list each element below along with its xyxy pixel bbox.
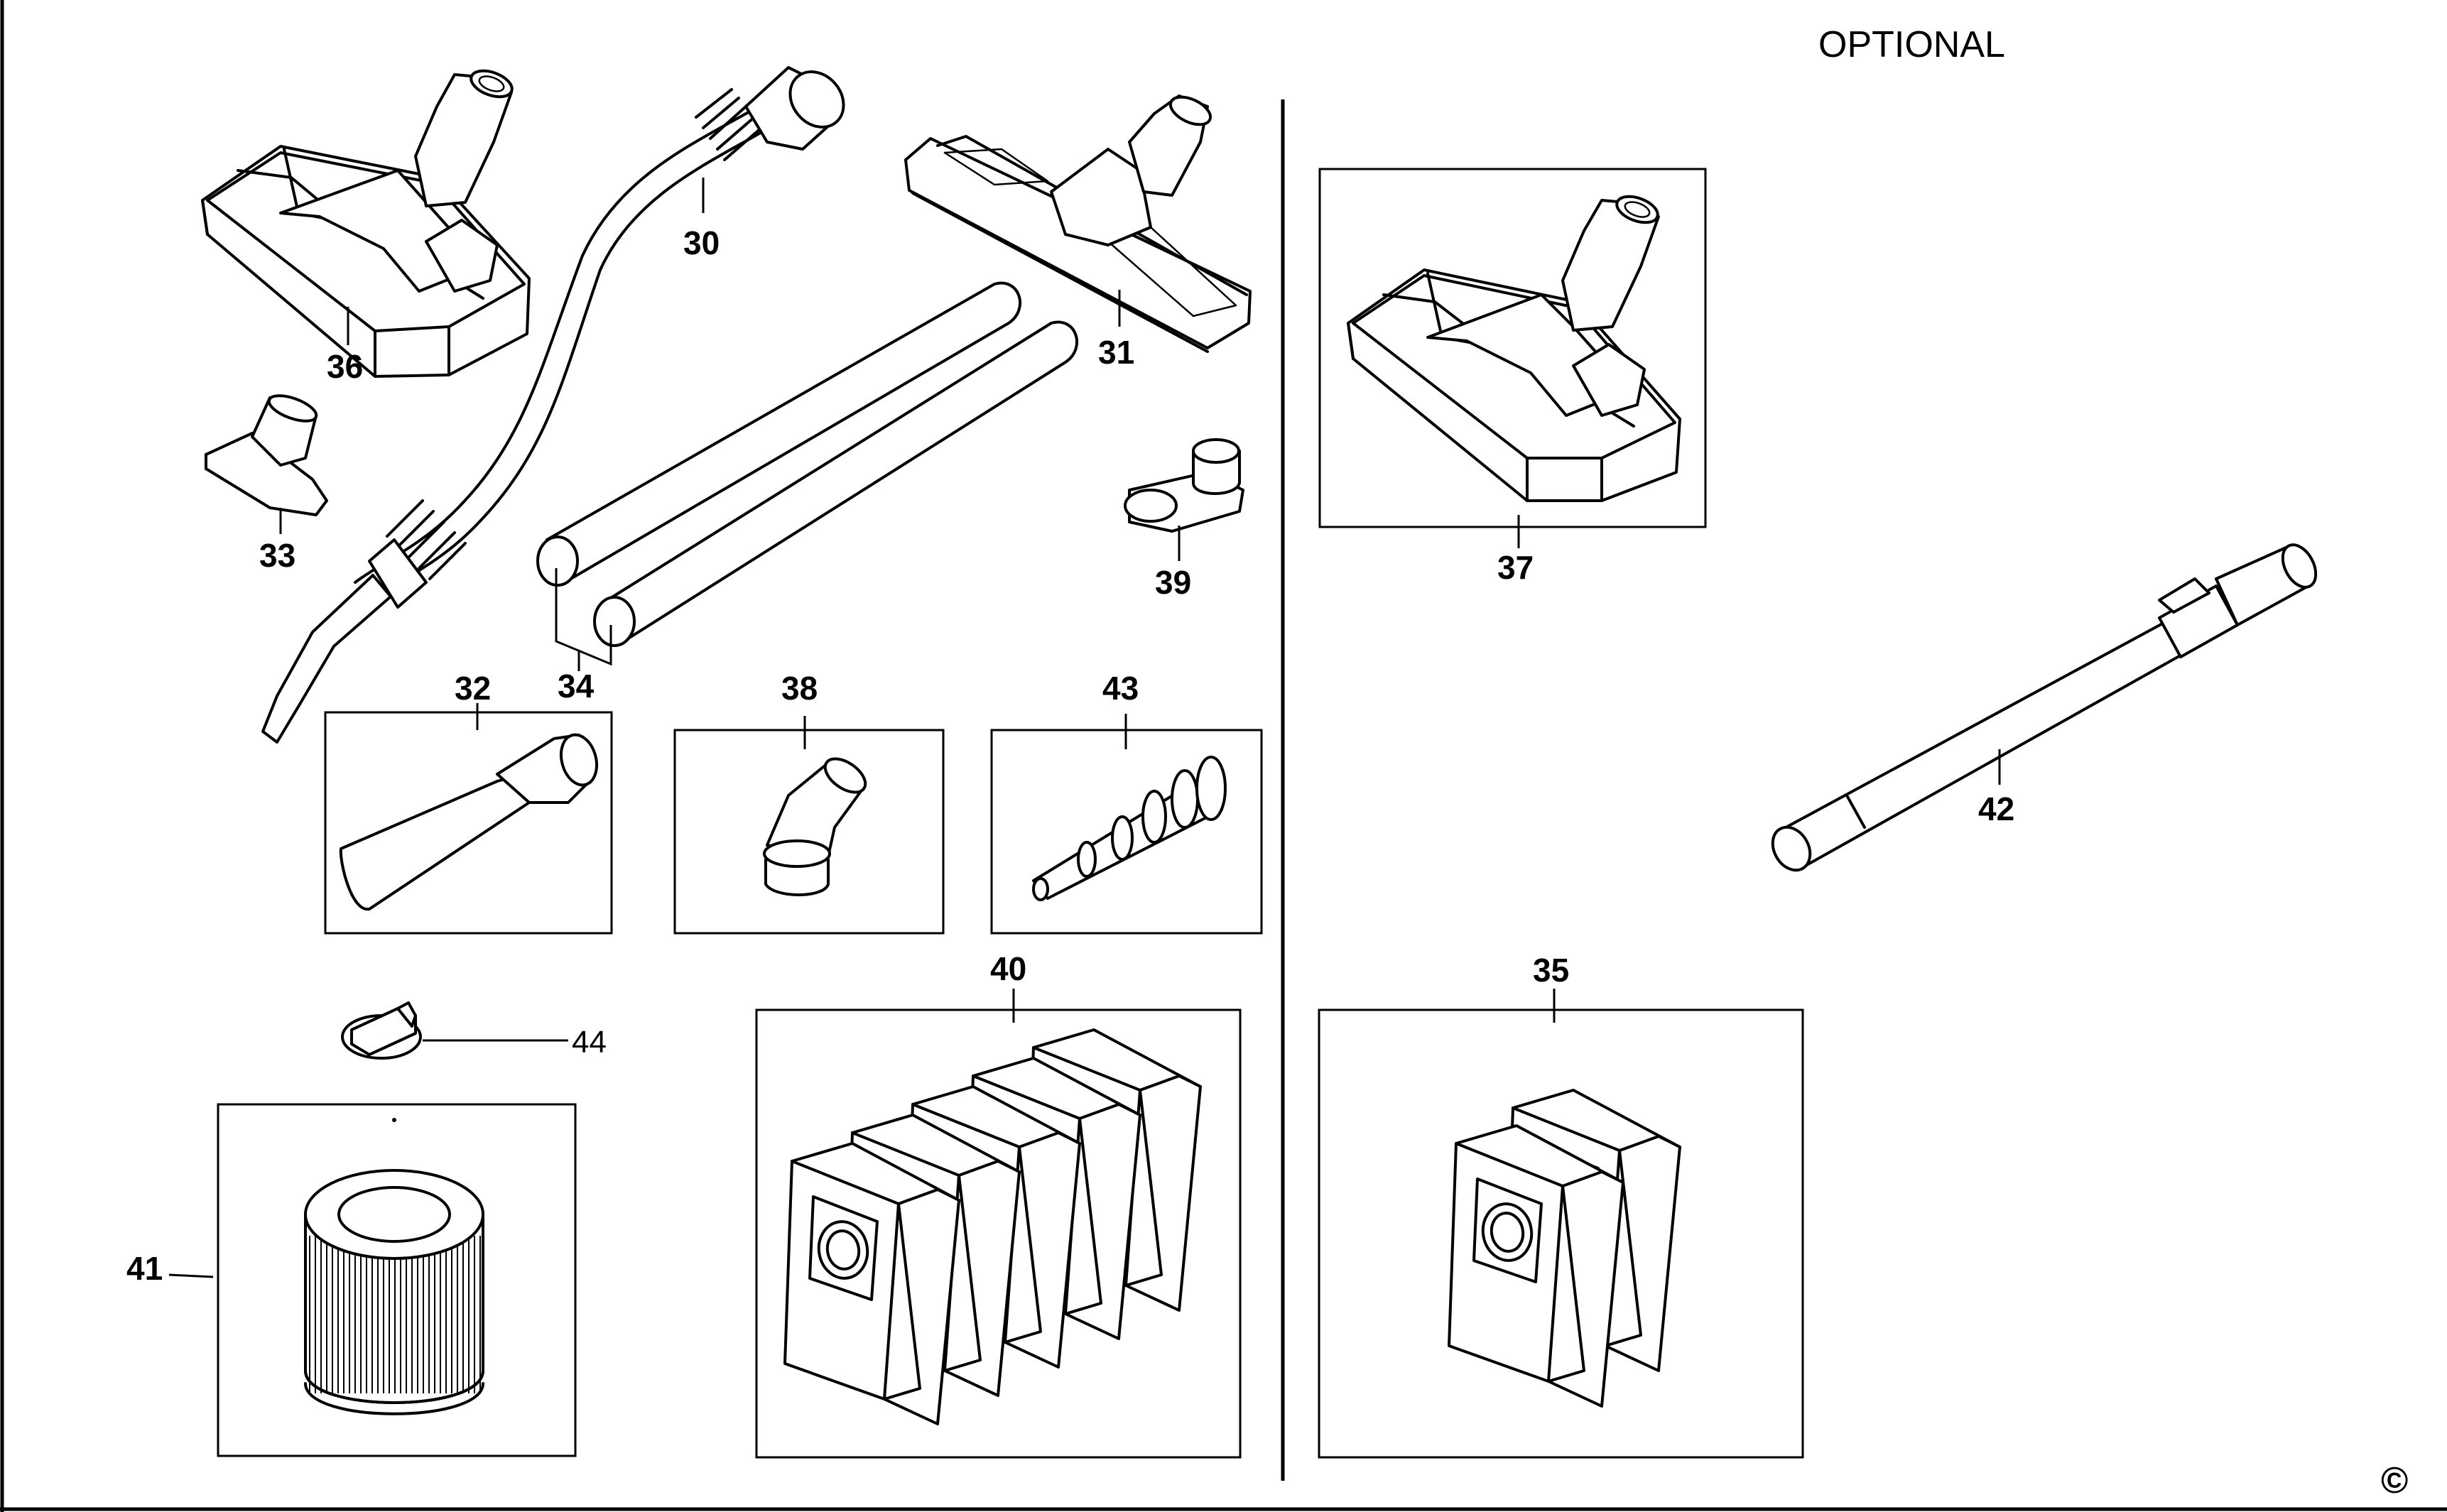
part-37-floor-nozzle-optional[interactable] — [1347, 192, 1681, 548]
part-31-label: 31 — [1098, 334, 1134, 371]
part-41-box — [755, 1008, 1242, 1459]
part-38-box — [673, 729, 945, 935]
part-30-label: 30 — [683, 224, 720, 261]
part-34-label: 34 — [558, 668, 595, 705]
part-44-label: 44 — [572, 1025, 607, 1060]
part-35-box — [1318, 1008, 1804, 1459]
part-42-cartridge-filter[interactable] — [168, 1118, 484, 1415]
dust-bag-1 — [783, 1142, 960, 1425]
part-38-dusting-brush[interactable] — [763, 716, 872, 896]
copyright-mark: © — [2381, 1460, 2408, 1501]
part-42-box — [217, 1103, 577, 1457]
part-37-label: 37 — [1497, 549, 1534, 586]
part-32-crevice-tool[interactable] — [339, 703, 602, 911]
part-40-label: 42 — [1978, 790, 2014, 827]
part-36-floor-nozzle[interactable] — [201, 66, 531, 378]
part-41-dust-bags-set[interactable] — [783, 1028, 1202, 1425]
dust-bag-1 — [1448, 1124, 1624, 1408]
part-39-label: 39 — [1155, 564, 1191, 601]
part-43-stepped-adaptor[interactable] — [1032, 714, 1227, 901]
optional-section-title: OPTIONAL — [1818, 24, 2005, 65]
part-33-upholstery-nozzle[interactable] — [205, 391, 328, 534]
part-31-floor-squeegee[interactable] — [904, 92, 1252, 353]
part-35-dust-bags-optional[interactable] — [1448, 1089, 1681, 1408]
part-32-label: 32 — [455, 670, 491, 707]
part-40-telescopic-tube[interactable] — [1765, 539, 2322, 876]
part-34-extension-tubes[interactable] — [536, 281, 1079, 671]
part-32-box — [324, 711, 613, 935]
part-36-label: 36 — [327, 348, 363, 385]
part-33-label: 33 — [259, 537, 295, 574]
part-44-knob[interactable] — [341, 1001, 568, 1060]
part-42-label: 41 — [126, 1250, 163, 1287]
part-41-label: 40 — [990, 950, 1026, 987]
part-37-box — [1318, 168, 1707, 528]
part-38-label: 38 — [781, 670, 818, 707]
part-35-label: 35 — [1533, 952, 1569, 989]
part-39-accessory-clip[interactable] — [1124, 438, 1244, 561]
part-30-hose[interactable] — [261, 61, 854, 744]
part-43-label: 43 — [1102, 670, 1139, 707]
